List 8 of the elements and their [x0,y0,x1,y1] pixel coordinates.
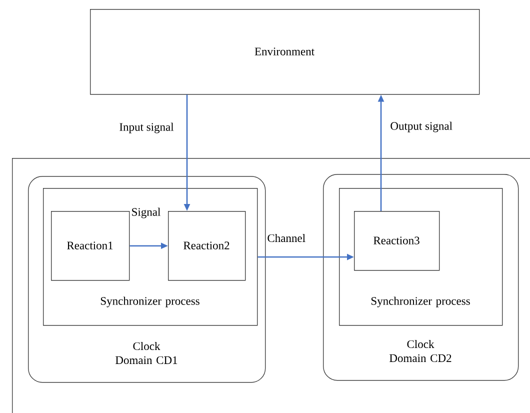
edge-label: Output signal [390,122,452,132]
reaction-box: Reaction2 [168,211,246,281]
reaction-box: Reaction3 [354,211,440,271]
edge-label: Input signal [120,122,174,134]
edge-label: Signal [132,208,160,218]
edge-label: Channel [268,234,306,242]
environment-box: Environment [90,9,480,95]
reaction-box: Reaction1 [51,211,130,281]
